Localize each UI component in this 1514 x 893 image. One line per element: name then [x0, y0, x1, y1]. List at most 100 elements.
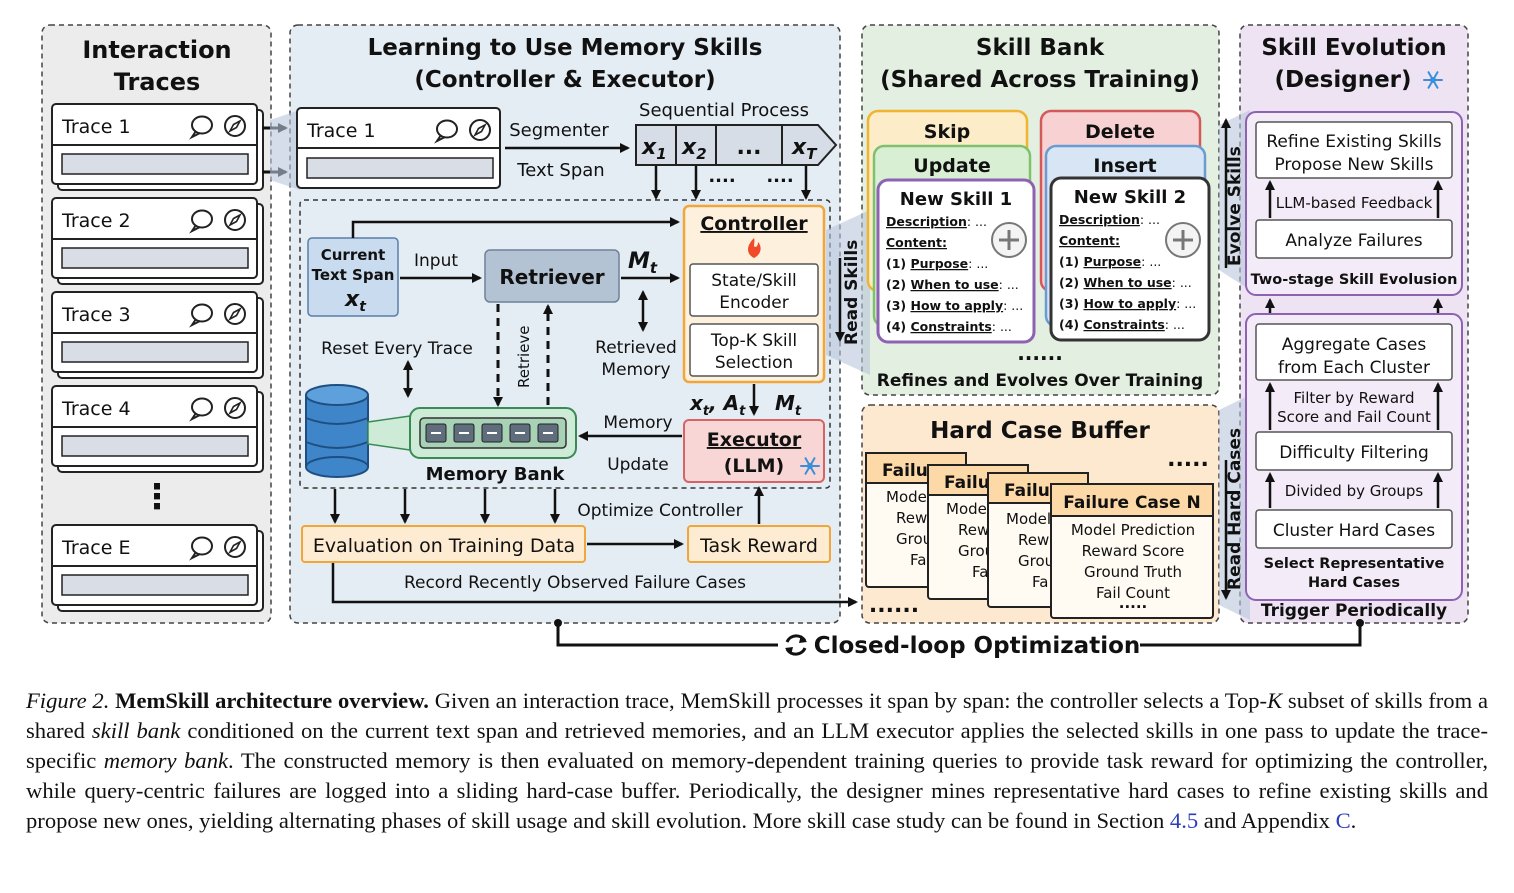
svg-text:Content:: Content:	[886, 235, 947, 250]
svg-text:Mt: Mt	[628, 249, 658, 277]
svg-text:(2) When to use: ...: (2) When to use: ...	[1059, 275, 1192, 290]
retriever-box	[484, 249, 620, 303]
svg-text:Memory: Memory	[601, 360, 670, 380]
svg-text:Update: Update	[913, 155, 990, 177]
svg-text:Memory: Memory	[603, 413, 672, 433]
svg-text:Update: Update	[607, 455, 669, 475]
sequential-process-label: Sequential Process	[639, 100, 809, 121]
interaction-title-line1: Interaction	[82, 36, 231, 64]
memory-bank-label: Memory Bank	[426, 464, 566, 485]
svg-text:Selection: Selection	[715, 353, 793, 373]
svg-text:......: ......	[869, 593, 919, 618]
caption-title: MemSkill architecture overview.	[115, 688, 429, 713]
plus-icon	[1164, 221, 1202, 259]
svg-text:Mt: Mt	[775, 391, 802, 419]
svg-text:(1) Purpose: ...: (1) Purpose: ...	[886, 256, 988, 271]
retrieve-label: Retrieve	[515, 325, 533, 388]
svg-text:Grou: Grou	[896, 530, 932, 548]
closed-loop-label: Closed-loop Optimization	[814, 633, 1141, 659]
svg-text:Model: Model	[1006, 510, 1051, 528]
svg-text:Divided by Groups: Divided by Groups	[1285, 482, 1424, 500]
skillbank-title-line1: Skill Bank	[976, 35, 1105, 61]
failure-case-stack: Failu Model Rew Grou Fa Failu Model Rew …	[865, 452, 1214, 619]
svg-text:Model: Model	[946, 500, 991, 518]
failure-case-n-title: Failure Case N	[1063, 493, 1200, 513]
svg-text:Reward Score: Reward Score	[1082, 542, 1185, 560]
svg-text:Delete: Delete	[1085, 121, 1155, 143]
svg-text:(LLM): (LLM)	[724, 455, 785, 477]
svg-text:from Each Cluster: from Each Cluster	[1278, 358, 1430, 378]
caption-figure-number: Figure 2.	[26, 688, 110, 713]
database-icon	[305, 384, 369, 478]
svg-text:Top-K Skill: Top-K Skill	[710, 331, 797, 351]
svg-text:......: ......	[1017, 341, 1063, 365]
read-hard-cases-label: Read Hard Cases	[1225, 428, 1245, 590]
refresh-icon	[785, 634, 807, 656]
svg-text:Fa: Fa	[910, 551, 926, 569]
svg-text:....: ....	[708, 166, 735, 187]
trace-e-label: Trace E	[61, 537, 130, 559]
svg-text:Fa: Fa	[972, 563, 988, 581]
evolve-skills-label: Evolve Skills	[1225, 146, 1245, 266]
evolution-title-line2: (Designer)	[1274, 67, 1411, 93]
svg-text:Difficulty Filtering: Difficulty Filtering	[1279, 443, 1429, 463]
svg-text:Rew: Rew	[1018, 531, 1049, 549]
svg-text:(4) Constraints: ...: (4) Constraints: ...	[886, 319, 1012, 334]
hardcase-title: Hard Case Buffer	[930, 418, 1150, 444]
figure-caption: Figure 2. MemSkill architecture overview…	[26, 688, 1488, 833]
learning-title-line2: (Controller & Executor)	[414, 67, 715, 93]
svg-text:(4) Constraints: ...: (4) Constraints: ...	[1059, 317, 1185, 332]
trace-3-label: Trace 3	[61, 304, 131, 326]
segmenter-label: Segmenter	[509, 120, 609, 141]
svg-text:Rew: Rew	[896, 509, 927, 527]
svg-text:Select Representative: Select Representative	[1264, 556, 1445, 572]
record-failures-label: Record Recently Observed Failure Cases	[404, 573, 746, 593]
svg-text:xT: xT	[791, 135, 818, 163]
svg-text:Encoder: Encoder	[719, 293, 789, 313]
svg-text:Fa: Fa	[1032, 573, 1048, 591]
svg-text:...: ...	[736, 135, 761, 160]
svg-text:Propose New Skills: Propose New Skills	[1274, 155, 1433, 175]
fire-icon	[748, 238, 761, 258]
svg-text:Description: ...: Description: ...	[886, 214, 987, 229]
svg-text:Model Prediction: Model Prediction	[1071, 521, 1195, 539]
skillbank-title-line2: (Shared Across Training)	[880, 67, 1200, 93]
evaluation-box	[301, 525, 586, 563]
svg-text:(3) How to apply: ...: (3) How to apply: ...	[1059, 296, 1196, 311]
interaction-title-line2: Traces	[114, 68, 201, 96]
svg-text:State/Skill: State/Skill	[711, 271, 797, 291]
svg-text:x2: x2	[681, 135, 707, 163]
aggregate-box	[1255, 323, 1453, 381]
svg-text:New Skill 1: New Skill 1	[900, 189, 1012, 210]
task-reward-box	[687, 525, 831, 563]
skill-card-1: New Skill 1 Description: ... Content: (1…	[876, 178, 1036, 344]
svg-text:Score and Fail Count: Score and Fail Count	[1277, 408, 1431, 426]
svg-text:Ground Truth: Ground Truth	[1084, 563, 1182, 581]
learning-title-line1: Learning to Use Memory Skills	[368, 35, 763, 61]
read-skills-label: Read Skills	[842, 240, 862, 345]
svg-text:....: ....	[766, 166, 793, 187]
section-link[interactable]: 4.5	[1169, 808, 1199, 833]
svg-text:New Skill 2: New Skill 2	[1074, 187, 1186, 208]
svg-text:Skip: Skip	[924, 121, 970, 143]
svg-text:Insert: Insert	[1093, 155, 1156, 177]
trace-2-label: Trace 2	[61, 210, 131, 232]
svg-text:LLM-based Feedback: LLM-based Feedback	[1276, 194, 1433, 212]
svg-text:Failu: Failu	[882, 461, 928, 481]
svg-text:Executor: Executor	[707, 429, 802, 451]
skillbank-footer: Refines and Evolves Over Training	[877, 371, 1203, 391]
svg-text:Retrieved: Retrieved	[595, 338, 677, 358]
appendix-link[interactable]: C	[1335, 808, 1351, 833]
input-label: Input	[414, 251, 458, 271]
state-skill-encoder-box	[689, 263, 819, 317]
difficulty-filtering-box	[1255, 431, 1453, 471]
trigger-periodically-label: Trigger Periodically	[1261, 601, 1447, 621]
svg-text:xt, At: xt, At	[689, 391, 746, 419]
svg-text:Content:: Content:	[1059, 233, 1120, 248]
svg-text:Failu: Failu	[944, 473, 990, 493]
svg-text:Cluster Hard Cases: Cluster Hard Cases	[1273, 521, 1435, 541]
svg-text:Model: Model	[886, 488, 931, 506]
trace-1-label: Trace 1	[61, 116, 131, 138]
svg-text:Controller: Controller	[700, 213, 808, 235]
svg-text:Description: ...: Description: ...	[1059, 212, 1160, 227]
